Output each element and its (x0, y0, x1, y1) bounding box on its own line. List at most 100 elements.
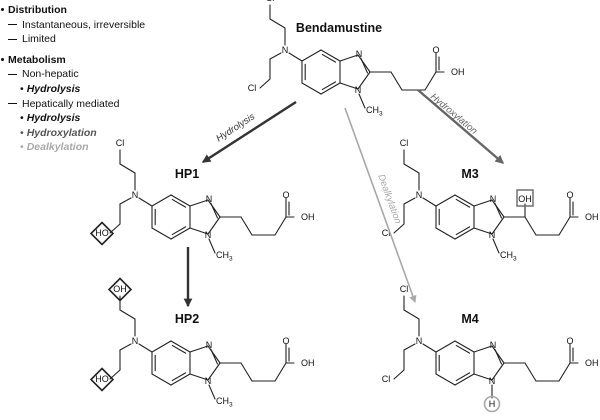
bond (454, 194, 475, 207)
bond (269, 52, 282, 60)
arrow-bendamustine-to-hp1 (201, 100, 297, 164)
bond (119, 197, 132, 205)
acid-oh-label: OH (585, 212, 599, 222)
methyl-label: CH3 (500, 250, 517, 263)
bond (558, 362, 571, 382)
methyl-label: CH3 (366, 105, 383, 118)
bond (288, 52, 303, 62)
bond (424, 71, 437, 91)
bond (491, 362, 505, 381)
legend-item-hepatic: Hepatically mediated (0, 97, 170, 112)
arrow-label-m3: Hydroxylation (428, 91, 479, 136)
bond (492, 238, 500, 254)
bond (524, 216, 537, 236)
legend-sub-hepatic-dealkylation: •Dealkylation (20, 141, 89, 154)
bond (207, 345, 221, 364)
ring-nitrogen-label: N (206, 340, 213, 350)
carbonyl-oxygen-label: O (282, 190, 289, 200)
bond (189, 373, 209, 381)
amine-nitrogen-label: N (282, 45, 289, 55)
amine-nitrogen-label: N (416, 336, 423, 346)
bond (119, 343, 132, 351)
double-bond-line (455, 372, 471, 382)
bond (435, 373, 456, 386)
bond (274, 362, 287, 382)
acid-oh-label: OH (301, 358, 315, 368)
bond (422, 197, 437, 207)
molecule-bendamustine: OOHNNCH3NClClBendamustine (248, 0, 465, 118)
bond (339, 82, 359, 90)
bond (491, 345, 505, 364)
bond (403, 309, 420, 320)
bond (393, 223, 405, 234)
bond (357, 54, 371, 73)
bond (558, 216, 571, 236)
carbonyl-oxygen-label: O (566, 336, 573, 346)
compound-name-m4: M4 (461, 312, 478, 326)
carbonyl-oxygen-label: O (282, 336, 289, 346)
bond (473, 199, 493, 207)
double-bond-line (210, 348, 219, 365)
bond (240, 216, 253, 236)
upper-chain-end-label: Cl (116, 138, 125, 148)
ring-nitrogen-label: N (490, 340, 497, 350)
upper-chain-end-label: Cl (400, 138, 409, 148)
methyl-label: CH3 (216, 396, 233, 409)
bond (207, 199, 221, 218)
double-bond-line (321, 53, 337, 63)
acid-oh-label: OH (451, 67, 465, 77)
methyl-nitrogen-label: N (489, 376, 496, 386)
methyl-nitrogen-label: N (205, 230, 212, 240)
methyl-nitrogen-label: N (355, 85, 362, 95)
dash-icon (8, 24, 17, 26)
bond (403, 163, 420, 174)
bond (274, 216, 287, 236)
double-bond-line (494, 202, 503, 219)
amine-nitrogen-label: N (132, 336, 139, 346)
double-bond-line (171, 344, 187, 354)
ring-nitrogen-label: N (490, 194, 497, 204)
bond (473, 373, 493, 381)
bond (207, 216, 221, 235)
bond (454, 227, 475, 240)
bond (473, 227, 493, 235)
bond (301, 49, 322, 62)
bond (320, 82, 341, 95)
bond (119, 309, 136, 320)
carbonyl-oxygen-label: O (432, 45, 439, 55)
bond (151, 373, 172, 386)
bond (435, 194, 456, 207)
bond (454, 340, 475, 353)
bond (403, 197, 416, 205)
lower-chain-end-label: HO (95, 228, 109, 238)
bond (189, 345, 209, 353)
bond (301, 82, 322, 95)
lower-chain-end-label: Cl (382, 374, 391, 384)
bond (393, 369, 405, 380)
legend-heading-distribution: Distribution (0, 3, 170, 18)
hydroxylation-marker-icon (516, 189, 534, 207)
upper-chain-end-label: Cl (266, 0, 275, 3)
bond (208, 238, 216, 254)
dash-icon (8, 74, 17, 76)
arrow-bendamustine-to-m4 (344, 107, 417, 304)
legend-item-distribution-2: Limited (0, 32, 170, 47)
compound-name-hp1: HP1 (175, 167, 199, 181)
bond (320, 49, 341, 62)
legend-sub-nonhepatic-hydrolysis: •Hydrolysis (20, 82, 81, 95)
arrow-bendamustine-to-m3 (417, 89, 504, 164)
bond (138, 197, 153, 207)
legend: Distribution Instantaneous, irreversible… (0, 3, 170, 155)
bond (189, 227, 209, 235)
legend-item-nonhepatic: Non-hepatic (0, 67, 170, 82)
bond (269, 18, 286, 29)
compound-name-m3: M3 (461, 167, 478, 181)
bond (208, 384, 216, 400)
lower-chain-end-label: Cl (248, 83, 257, 93)
bond (403, 343, 416, 351)
bond (357, 71, 371, 90)
legend-item-distribution-1: Instantaneous, irreversible (0, 18, 170, 33)
dash-icon (8, 38, 17, 40)
